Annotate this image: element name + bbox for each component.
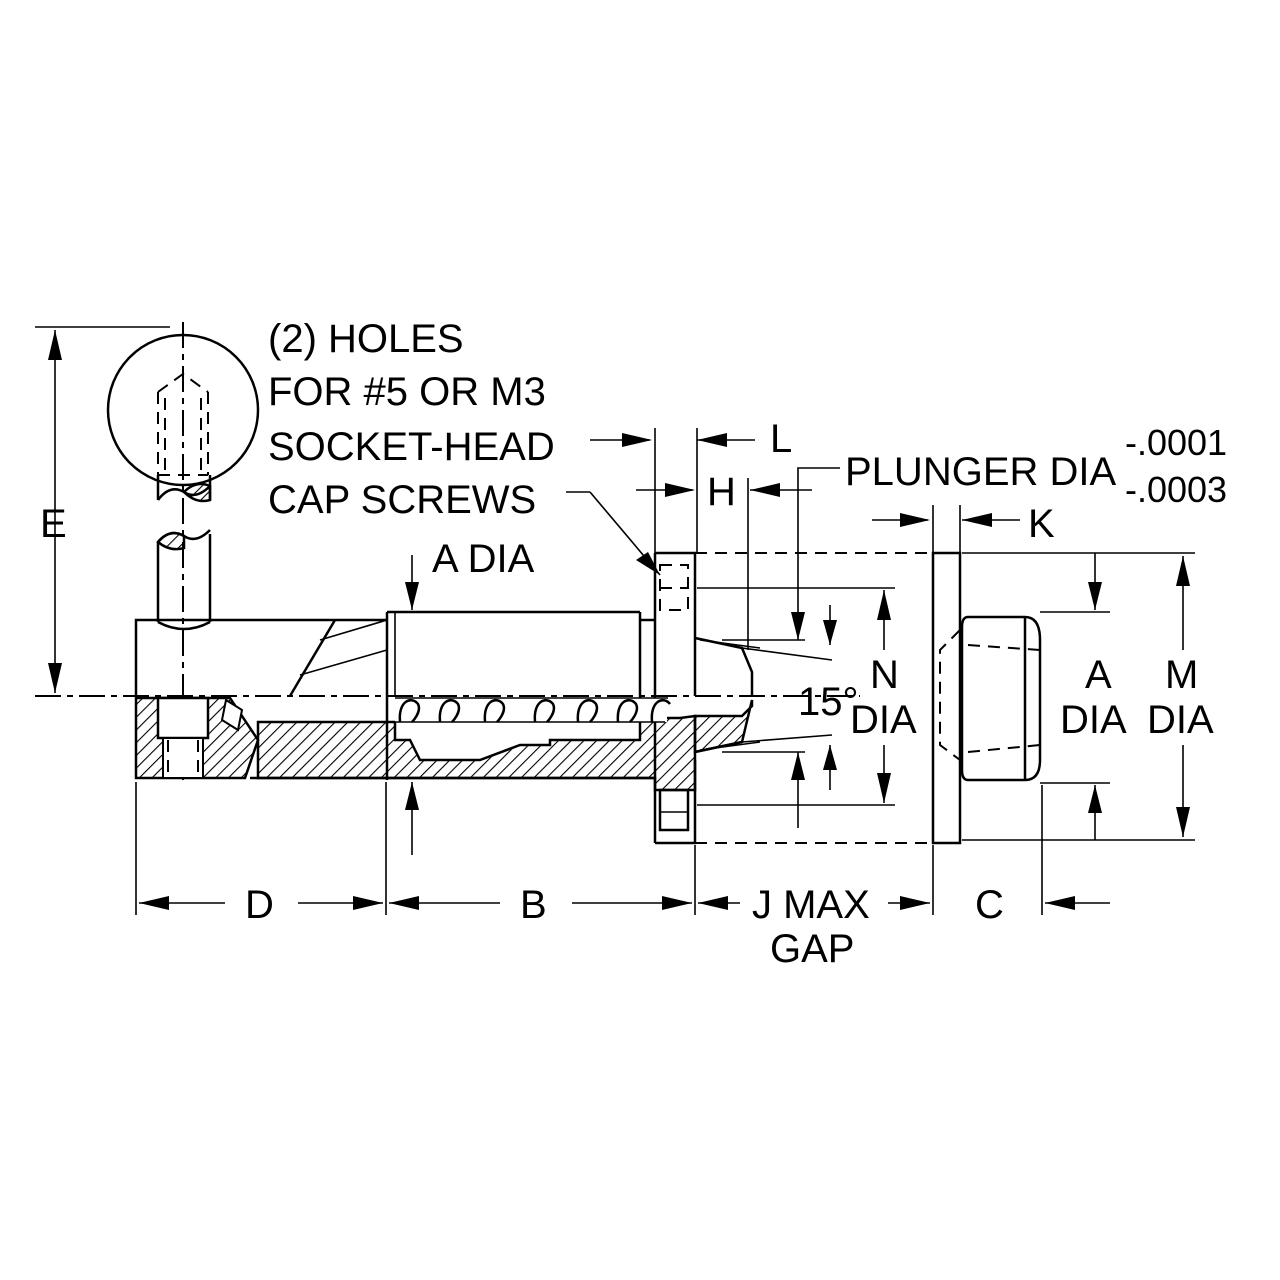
note-holes-line3: SOCKET-HEAD	[268, 425, 555, 469]
dim-l-label: L	[770, 417, 792, 461]
plunger-dia-label: PLUNGER DIA	[845, 450, 1116, 494]
note-holes-line1: (2) HOLES	[268, 317, 464, 361]
note-holes-line4: CAP SCREWS	[268, 478, 536, 522]
dim-a-dia-label: A DIA	[432, 537, 535, 581]
dim-a-right-label: A	[1085, 653, 1112, 697]
handle-rod	[156, 529, 212, 631]
bushing	[931, 551, 1042, 845]
annotations: (2) HOLES FOR #5 OR M3 SOCKET-HEAD CAP S…	[40, 317, 1227, 971]
dimension-lines	[35, 326, 1195, 915]
plunger-section-hatch	[134, 696, 754, 792]
dim-b-label: B	[520, 883, 547, 927]
dim-m-dia-label: DIA	[1147, 698, 1214, 742]
dim-n-dia-label: DIA	[850, 698, 917, 742]
dim-c-label: C	[975, 883, 1004, 927]
angle-label: 15°	[798, 680, 859, 724]
dim-h-label: H	[707, 470, 736, 514]
dim-e-label: E	[40, 502, 67, 546]
dim-j-max-label: J MAX	[752, 883, 870, 927]
tolerance-lower: -.0003	[1125, 469, 1227, 510]
dim-d-label: D	[245, 883, 274, 927]
compression-spring	[395, 697, 671, 723]
tolerance-upper: -.0001	[1125, 422, 1227, 463]
dim-gap-label: GAP	[770, 927, 854, 971]
dim-m-label: M	[1165, 653, 1198, 697]
dim-n-label: N	[870, 653, 899, 697]
note-holes-line2: FOR #5 OR M3	[268, 370, 546, 414]
dim-k-label: K	[1028, 502, 1055, 546]
dim-a-right-dia-label: DIA	[1060, 698, 1127, 742]
